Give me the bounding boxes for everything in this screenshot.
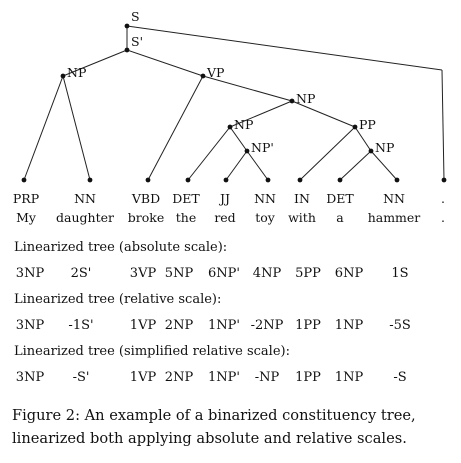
edge-pp-np bbox=[354, 126, 372, 152]
pos-tag: JJ bbox=[218, 191, 230, 206]
word: red bbox=[214, 210, 235, 225]
node-pp: PP bbox=[359, 117, 376, 132]
pos-tag: PRP bbox=[13, 191, 39, 206]
node-s: S bbox=[131, 9, 140, 24]
node-np-subject: NP bbox=[67, 65, 86, 80]
word: daughter bbox=[56, 210, 114, 225]
linearized-label: 2NP bbox=[164, 318, 194, 333]
pos-tag: VBD bbox=[131, 191, 160, 206]
linearized-label: 1VP bbox=[129, 370, 157, 385]
linearized-label: -5S bbox=[389, 318, 411, 333]
linearized-label: 3NP bbox=[15, 370, 45, 385]
tree-dots bbox=[21, 23, 447, 183]
edge-vp-np bbox=[202, 75, 293, 102]
linearized-label: -1S' bbox=[68, 318, 94, 333]
linearized-label: 2NP bbox=[164, 370, 194, 385]
word-row: My daughter broke the red toy with a ham… bbox=[16, 210, 445, 225]
pos-tag-row: PRP NN VBD DET JJ NN IN DET NN . bbox=[13, 191, 445, 206]
constituency-tree: S S' NP VP NP NP PP NP' NP PRP NN VBD DE… bbox=[13, 9, 447, 225]
edge-np-a bbox=[339, 150, 372, 181]
linearized-label: 1NP bbox=[334, 318, 364, 333]
edge-np-my bbox=[23, 75, 64, 181]
word: toy bbox=[255, 210, 276, 225]
linearized-relative-title: Linearized tree (relative scale): bbox=[14, 292, 222, 307]
linearized-label: 1NP' bbox=[208, 318, 240, 333]
word: My bbox=[16, 210, 37, 225]
edge-period-vertical bbox=[441, 69, 445, 181]
linearized-label: 1NP bbox=[334, 370, 364, 385]
node-sprime: S' bbox=[131, 34, 143, 49]
edge-sprime-vp bbox=[126, 49, 204, 77]
pos-tag: DET bbox=[172, 191, 200, 206]
node-np-toy: NP bbox=[234, 117, 253, 132]
node-vp: VP bbox=[206, 65, 224, 80]
edge-npprime-red bbox=[225, 150, 248, 181]
node-np-object: NP bbox=[296, 91, 315, 106]
linearized-label: 1PP bbox=[295, 318, 321, 333]
node-np-hammer: NP bbox=[375, 140, 394, 155]
linearized-label: 1S bbox=[391, 266, 409, 281]
linearized-label: 2S' bbox=[70, 266, 92, 281]
edge-npprime-toy bbox=[246, 150, 269, 181]
word: . bbox=[441, 210, 445, 225]
linearized-label: 3NP bbox=[15, 266, 45, 281]
edge-vp-broke bbox=[147, 75, 204, 181]
linearized-label: 3VP bbox=[129, 266, 157, 281]
linearized-label: -NP bbox=[254, 370, 280, 385]
linearized-label: 1NP' bbox=[208, 370, 240, 385]
figure-caption: Figure 2: An example of a binarized cons… bbox=[12, 404, 457, 450]
edge-nptoy-npprime bbox=[229, 126, 248, 152]
pos-tag: IN bbox=[294, 191, 310, 206]
edge-sprime-np bbox=[62, 49, 128, 77]
pos-tag: DET bbox=[326, 191, 354, 206]
edge-s-period bbox=[126, 25, 443, 71]
edge-pp-with bbox=[299, 126, 356, 181]
caption-line-1: Figure 2: An example of a binarized cons… bbox=[12, 407, 416, 424]
edge-np-pp bbox=[291, 100, 356, 128]
word: hammer bbox=[368, 210, 421, 225]
linearized-relative: Linearized tree (relative scale): 3NP -1… bbox=[0, 292, 461, 344]
pos-tag: NN bbox=[74, 191, 96, 206]
pos-tag: NN bbox=[254, 191, 276, 206]
linearized-simplified-title: Linearized tree (simplified relative sca… bbox=[14, 344, 290, 359]
caption-line-2: linearized both applying absolute and re… bbox=[12, 430, 407, 447]
word: a bbox=[336, 210, 344, 225]
linearized-label: -S bbox=[393, 370, 407, 385]
linearized-label: 6NP bbox=[334, 266, 364, 281]
node-npprime: NP' bbox=[251, 140, 274, 155]
linearized-label: 6NP' bbox=[208, 266, 240, 281]
word: with bbox=[288, 210, 316, 225]
word: broke bbox=[128, 210, 164, 225]
linearized-label: -S' bbox=[72, 370, 90, 385]
edge-np-nptoy bbox=[229, 100, 293, 128]
linearized-label: 1PP bbox=[295, 370, 321, 385]
linearized-label: 1VP bbox=[129, 318, 157, 333]
edge-nptoy-the bbox=[187, 126, 231, 181]
linearized-label: -2NP bbox=[250, 318, 284, 333]
edge-np-hammer bbox=[370, 150, 398, 181]
pos-tag: . bbox=[441, 191, 445, 206]
tree-node-labels: S S' NP VP NP NP PP NP' NP bbox=[67, 9, 394, 155]
linearized-simplified: Linearized tree (simplified relative sca… bbox=[0, 344, 461, 396]
linearized-label: 5PP bbox=[295, 266, 321, 281]
pos-tag: NN bbox=[383, 191, 405, 206]
linearized-absolute: Linearized tree (absolute scale): 3NP 2S… bbox=[0, 240, 461, 292]
tree-edges bbox=[23, 25, 445, 181]
linearized-absolute-title: Linearized tree (absolute scale): bbox=[14, 240, 228, 255]
edge-np-daughter bbox=[62, 75, 91, 181]
linearized-label: 4NP bbox=[252, 266, 282, 281]
linearized-label: 3NP bbox=[15, 318, 45, 333]
word: the bbox=[176, 210, 196, 225]
linearized-label: 5NP bbox=[164, 266, 194, 281]
